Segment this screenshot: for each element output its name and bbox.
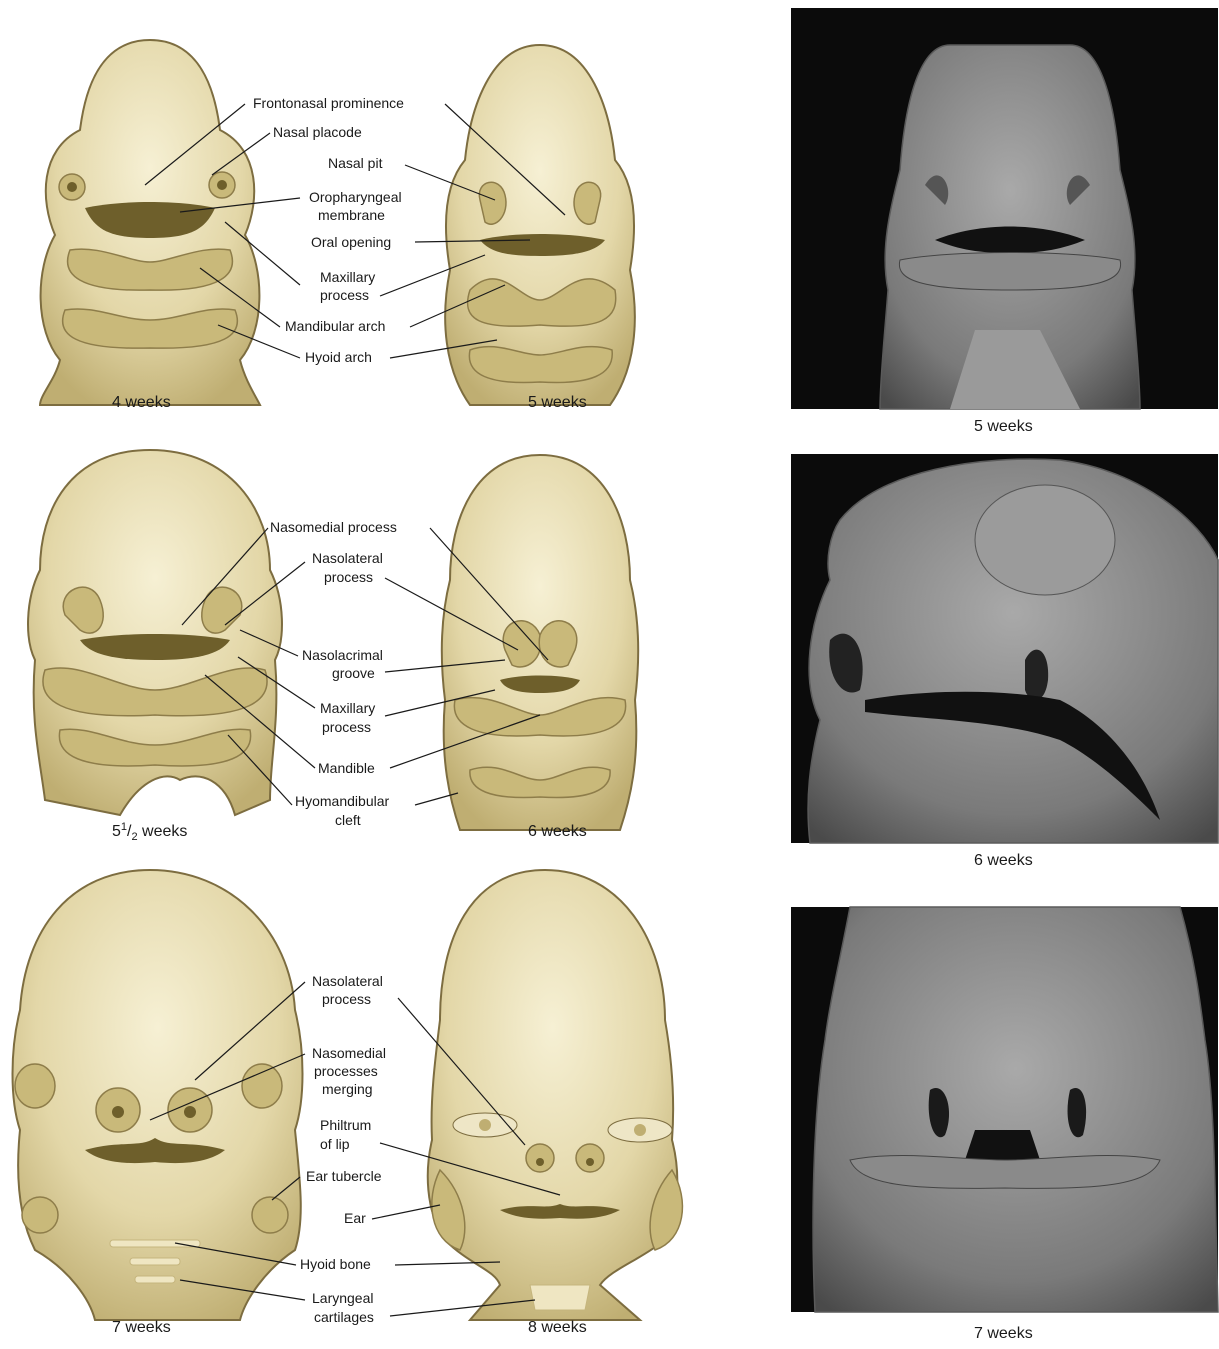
label-nasomedial-process: Nasomedial process xyxy=(270,519,397,535)
illustration-4-weeks xyxy=(40,40,260,405)
label-maxillary-process-2-2: process xyxy=(322,719,371,735)
label-nasal-pit: Nasal pit xyxy=(328,155,383,171)
illustration-5-5-weeks xyxy=(28,450,282,815)
label-philtrum-1: Philtrum xyxy=(320,1117,371,1133)
label-frontonasal-prominence: Frontonasal prominence xyxy=(253,95,404,111)
label-nasolacrimal-2: groove xyxy=(332,665,375,681)
label-nasolateral-3-1: Nasolateral xyxy=(312,973,383,989)
label-nasal-placode: Nasal placode xyxy=(273,124,362,140)
label-nasolateral-1: Nasolateral xyxy=(312,550,383,566)
label-mandibular-arch: Mandibular arch xyxy=(285,318,385,334)
label-hyoid-arch: Hyoid arch xyxy=(305,349,372,365)
label-nasomedial-3-2: processes xyxy=(314,1063,378,1079)
caption-4-weeks: 4 weeks xyxy=(112,394,171,411)
label-nasolateral-2: process xyxy=(324,569,373,585)
caption-8-weeks: 8 weeks xyxy=(528,1319,587,1336)
illustration-8-weeks xyxy=(428,870,683,1320)
photo-caption-5-weeks: 5 weeks xyxy=(974,418,1033,435)
label-ear: Ear xyxy=(344,1210,366,1226)
label-maxillary-process-2-1: Maxillary xyxy=(320,700,375,716)
label-mandible: Mandible xyxy=(318,760,375,776)
label-hyomandibular-1: Hyomandibular xyxy=(295,793,389,809)
label-maxillary-1: Maxillary xyxy=(320,269,375,285)
illustration-6-weeks xyxy=(442,455,639,830)
label-nasolateral-3-2: process xyxy=(322,991,371,1007)
label-philtrum-2: of lip xyxy=(320,1136,350,1152)
label-oral-opening: Oral opening xyxy=(311,234,391,250)
label-hyomandibular-2: cleft xyxy=(335,812,361,828)
label-ear-tubercle: Ear tubercle xyxy=(306,1168,382,1184)
caption-5-weeks: 5 weeks xyxy=(528,394,587,411)
label-oropharyngeal-1: Oropharyngeal xyxy=(309,189,402,205)
label-nasolacrimal-1: Nasolacrimal xyxy=(302,647,383,663)
label-oropharyngeal-2: membrane xyxy=(318,207,385,223)
photo-5-weeks: 5 weeks xyxy=(791,8,1218,435)
photo-caption-6-weeks: 6 weeks xyxy=(974,852,1033,869)
photo-caption-7-weeks: 7 weeks xyxy=(974,1325,1033,1342)
label-hyoid-bone: Hyoid bone xyxy=(300,1256,371,1272)
illustration-5-weeks xyxy=(445,45,635,405)
caption-7-weeks: 7 weeks xyxy=(112,1319,171,1336)
photo-6-weeks: 6 weeks xyxy=(791,454,1218,869)
label-laryngeal-1: Laryngeal xyxy=(312,1290,374,1306)
label-maxillary-2: process xyxy=(320,287,369,303)
label-nasomedial-3-3: merging xyxy=(322,1081,373,1097)
photo-7-weeks: 7 weeks xyxy=(791,907,1218,1342)
illustration-7-weeks xyxy=(13,870,303,1320)
caption-5-5-weeks: 51/2 weeks xyxy=(112,821,187,843)
label-nasomedial-3-1: Nasomedial xyxy=(312,1045,386,1061)
caption-6-weeks: 6 weeks xyxy=(528,823,587,840)
label-laryngeal-2: cartilages xyxy=(314,1309,374,1325)
